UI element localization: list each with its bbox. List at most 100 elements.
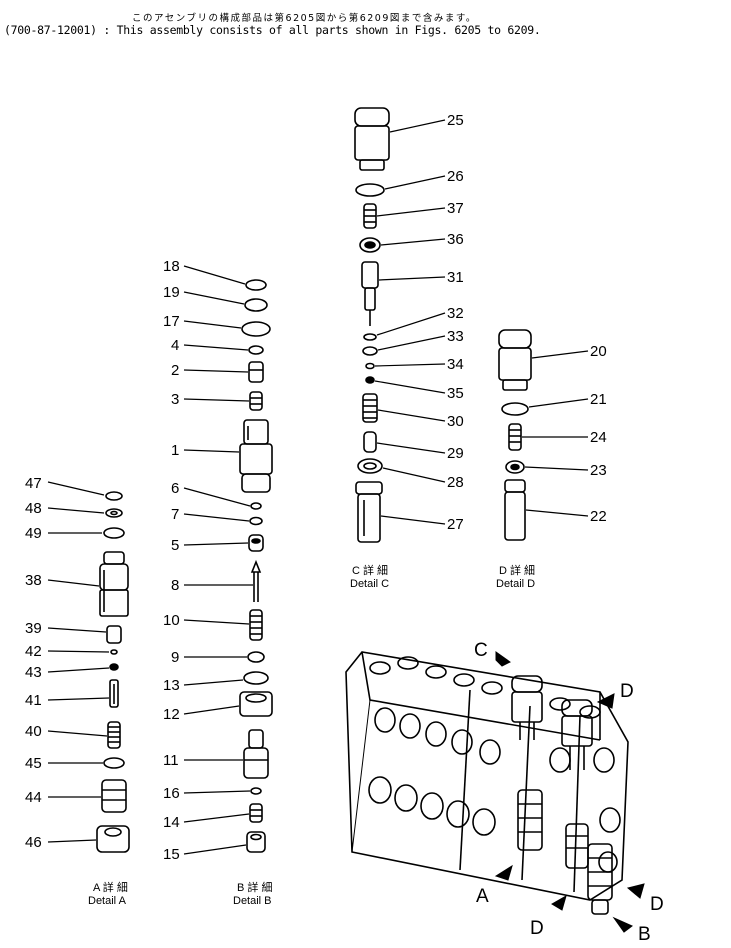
part-41-pin: [109, 679, 119, 708]
part-10-spring: [249, 609, 263, 641]
caption-a-jp: A 詳 細: [93, 880, 128, 894]
part-40-spring: [107, 721, 121, 749]
label-7: 7: [171, 506, 179, 523]
part-22-piston: [504, 479, 526, 541]
callout-d-right: D: [650, 894, 664, 915]
arrow-b: [612, 916, 633, 933]
label-25: 25: [447, 112, 464, 129]
japanese-note: このアセンブリの構成部品は第6205図から第6209図まで含みます。: [132, 13, 477, 24]
label-9: 9: [171, 649, 179, 666]
english-note: This assembly consists of all parts show…: [116, 23, 541, 37]
part-47-o-ring: [105, 491, 123, 501]
label-30: 30: [447, 413, 464, 430]
part-38-plug: [99, 551, 129, 617]
pointer-arrows: [494, 651, 645, 933]
part-number: (700-87-12001) :: [4, 23, 110, 37]
valve-assembly-drawing: [345, 651, 629, 915]
part-8-poppet: [250, 559, 262, 602]
label-3: 3: [171, 391, 179, 408]
label-17: 17: [163, 313, 180, 330]
caption-c-en: Detail C: [350, 578, 389, 590]
part-25-plug: [354, 107, 390, 171]
label-2: 2: [171, 362, 179, 379]
detail-b-parts: [239, 279, 273, 853]
part-12-nut: [239, 691, 273, 717]
label-42: 42: [25, 643, 42, 660]
part-36-seat: [359, 237, 381, 253]
label-1: 1: [171, 442, 179, 459]
part-15-nut: [246, 831, 266, 853]
part-23-seat: [505, 460, 525, 474]
part-33-ring: [362, 346, 378, 356]
label-46: 46: [25, 834, 42, 851]
label-4: 4: [171, 337, 179, 354]
part-29-poppet: [363, 431, 377, 453]
part-34-ring: [365, 362, 375, 370]
part-35-ring: [365, 376, 375, 384]
part-3-spring: [249, 391, 263, 411]
part-19-o-ring: [244, 298, 268, 312]
part-16-ring: [250, 787, 262, 795]
callout-d-top: D: [620, 681, 634, 702]
label-44: 44: [25, 789, 42, 806]
part-26-o-ring: [355, 183, 385, 197]
label-33: 33: [447, 328, 464, 345]
label-47: 47: [25, 475, 42, 492]
label-24: 24: [590, 429, 607, 446]
part-42-ring: [110, 649, 118, 655]
arrow-c: [495, 651, 511, 667]
part-30-spring: [362, 393, 378, 423]
label-18: 18: [163, 258, 180, 275]
label-19: 19: [163, 284, 180, 301]
label-16: 16: [163, 785, 180, 802]
label-5: 5: [171, 537, 179, 554]
detail-a-parts: [96, 491, 130, 853]
caption-b-en: Detail B: [233, 895, 272, 907]
callout-b: B: [638, 924, 651, 945]
label-21: 21: [590, 391, 607, 408]
callout-a: A: [476, 886, 489, 907]
label-15: 15: [163, 846, 180, 863]
label-37: 37: [447, 200, 464, 217]
part-45-o-ring: [103, 757, 125, 769]
caption-d-en: Detail D: [496, 578, 535, 590]
callout-d-left: D: [530, 918, 544, 939]
leader-lines: [47, 119, 589, 855]
label-6: 6: [171, 480, 179, 497]
part-48-ring: [105, 508, 123, 518]
part-4-ring: [248, 345, 264, 355]
label-14: 14: [163, 814, 180, 831]
arrow-d-left: [551, 894, 567, 911]
part-labels: 47 48 49 38 39 42 43 41 40 45 44 46 18 1…: [25, 112, 664, 945]
part-6-ring: [250, 502, 262, 510]
part-31-piston: [361, 261, 379, 326]
label-35: 35: [447, 385, 464, 402]
arrow-a: [494, 864, 513, 881]
part-17-o-ring: [241, 321, 271, 337]
label-28: 28: [447, 474, 464, 491]
arrow-d-top: [596, 693, 615, 709]
part-39-piston: [106, 625, 122, 644]
callout-c: C: [474, 640, 488, 661]
label-10: 10: [163, 612, 180, 629]
label-26: 26: [447, 168, 464, 185]
part-37-spring: [363, 203, 377, 229]
label-11: 11: [163, 752, 179, 769]
part-20-plug: [498, 329, 532, 391]
detail-c-parts: [354, 107, 390, 543]
label-34: 34: [447, 356, 464, 373]
part-24-spring: [508, 423, 522, 451]
label-36: 36: [447, 231, 464, 248]
english-note-line: (700-87-12001) : This assembly consists …: [4, 23, 541, 37]
part-46-nut: [96, 825, 130, 853]
part-2-sleeve: [248, 361, 264, 383]
label-29: 29: [447, 445, 464, 462]
caption-d-jp: D 詳 細: [499, 563, 535, 577]
label-8: 8: [171, 577, 179, 594]
part-32-ring: [363, 333, 377, 341]
label-39: 39: [25, 620, 42, 637]
caption-a-en: Detail A: [88, 895, 127, 907]
part-21-o-ring: [501, 402, 529, 416]
detail-d-parts: [498, 329, 532, 541]
